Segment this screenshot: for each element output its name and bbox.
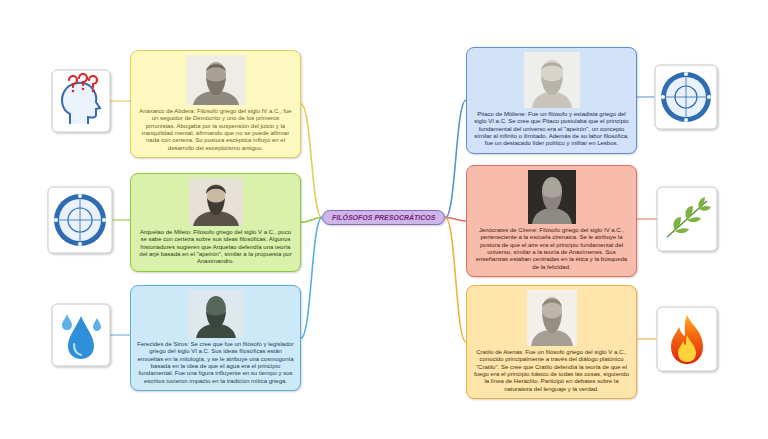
leader-line — [636, 97, 657, 98]
leader-line — [110, 101, 131, 102]
node-text: Cratilo de Atenas: Fue un filósofo grieg… — [473, 349, 630, 393]
philosopher-box: Pitaco de Mitilene: Fue un filósofo y es… — [466, 47, 637, 154]
leader-line — [110, 335, 131, 336]
portrait — [524, 52, 580, 108]
node-text: Pitaco de Mitilene: Fue un filósofo y es… — [473, 111, 630, 148]
cycle-icon — [655, 65, 717, 129]
leader-line — [110, 220, 131, 221]
air-leaves-icon — [657, 187, 717, 251]
portrait — [528, 170, 576, 224]
doubt-icon — [52, 70, 110, 132]
philosopher-box: Arquelao de Mileto: Filósofo griego del … — [130, 173, 301, 272]
portrait — [187, 55, 245, 105]
philosopher-box: Ferecides de Siros: Se cree que fue un f… — [130, 285, 301, 391]
node-text: Ferecides de Siros: Se cree que fue un f… — [137, 341, 294, 385]
philosopher-box: Cratilo de Atenas: Fue un filósofo grieg… — [466, 285, 637, 399]
leader-line — [636, 339, 657, 340]
cycle-icon — [48, 187, 112, 253]
node-text: Arquelao de Mileto: Filósofo griego del … — [137, 229, 294, 266]
leader-line — [636, 219, 657, 220]
branch-connector — [445, 218, 466, 342]
branch-connector — [301, 104, 322, 218]
node-text: FILÓSOFOS PRESOCRÁTICOS — [332, 213, 435, 222]
branch-connector — [445, 100, 466, 217]
portrait — [188, 290, 244, 338]
fire-icon — [657, 307, 717, 371]
portrait — [527, 290, 577, 346]
water-icon — [52, 304, 110, 366]
node-text: Jenócrates de Cirene: Filósofo griego de… — [473, 227, 630, 271]
philosopher-box: Jenócrates de Cirene: Filósofo griego de… — [466, 165, 637, 277]
central-topic: FILÓSOFOS PRESOCRÁTICOS — [322, 210, 445, 225]
philosopher-box: Anaxarco de Abdera: Filósofo griego del … — [130, 50, 301, 158]
node-text: Anaxarco de Abdera: Filósofo griego del … — [137, 108, 294, 152]
branch-connector — [301, 218, 322, 338]
portrait — [189, 178, 243, 226]
